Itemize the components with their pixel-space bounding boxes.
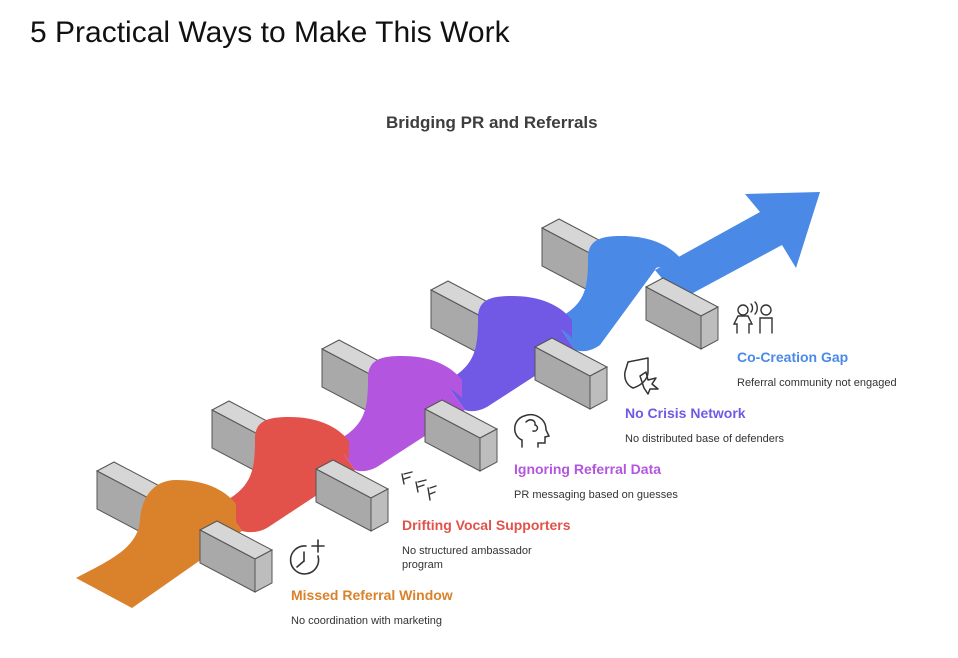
- ribbon: [76, 236, 682, 608]
- item-desc-2: No structured ambassador program: [402, 545, 532, 571]
- front-blocks: [198, 277, 720, 593]
- front-block-1: [198, 520, 274, 593]
- front-block-2: [314, 459, 390, 532]
- ribbon-arrow: [655, 192, 820, 300]
- front-block-4: [533, 337, 609, 410]
- ribbon-segment-4: [445, 296, 575, 412]
- item-desc-1: No coordination with marketing: [291, 615, 443, 627]
- item-desc-5: Referral community not engaged: [737, 377, 897, 389]
- item-label-5: Co-Creation Gap: [737, 349, 849, 365]
- item-desc-3: PR messaging based on guesses: [514, 489, 678, 501]
- arrows-drift-icon: [401, 471, 437, 501]
- ribbon-segment-5: [555, 236, 682, 352]
- ribbon-segment-1: [76, 480, 242, 608]
- item-label-3: Ignoring Referral Data: [514, 461, 662, 477]
- item-label-4: No Crisis Network: [625, 405, 746, 421]
- clock-plus-icon: [289, 539, 325, 575]
- front-block-5: [644, 277, 720, 350]
- shield-crack-icon: [624, 357, 659, 395]
- head-brain-icon: [514, 414, 551, 448]
- front-block-3: [423, 399, 499, 472]
- page-title: 5 Practical Ways to Make This Work: [30, 16, 510, 49]
- item-label-1: Missed Referral Window: [291, 587, 453, 603]
- item-desc-4: No distributed base of defenders: [625, 433, 784, 445]
- diagram-title: Bridging PR and Referrals: [386, 113, 598, 132]
- ribbon-segment-2: [222, 417, 355, 533]
- item-label-2: Drifting Vocal Supporters: [402, 517, 571, 533]
- people-talking-icon: [732, 301, 773, 334]
- ribbon-segment-3: [335, 356, 465, 472]
